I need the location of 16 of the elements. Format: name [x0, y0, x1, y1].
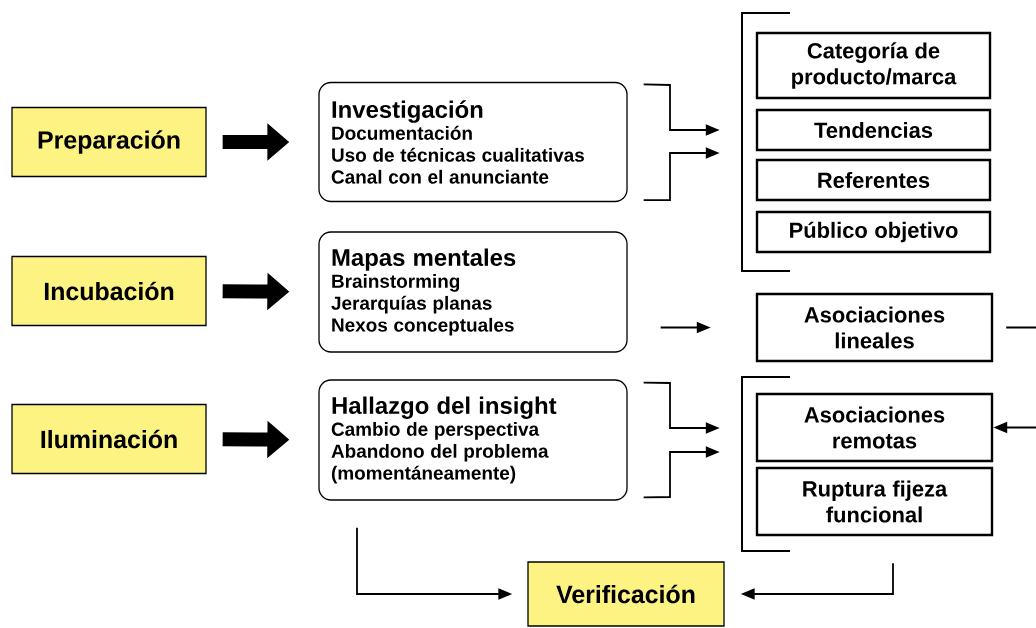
- concept-box: Asociaciones remotas: [755, 392, 994, 463]
- concept-box: Asociaciones lineales: [755, 292, 994, 363]
- concept-box: Público objetivo: [755, 210, 992, 254]
- concept-box: Tendencias: [755, 108, 992, 152]
- bracket: [741, 376, 791, 552]
- phase-box: Verificación: [527, 561, 725, 627]
- concept-box: Ruptura fijeza funcional: [755, 466, 994, 537]
- concept-box: Categoría de producto/marca: [755, 31, 992, 100]
- bracket: [741, 12, 791, 272]
- rounded-box: Investigación Documentación Uso de técnicas cualitativas Canal con el anunciante: [318, 81, 628, 203]
- phase-box: Incubación: [11, 255, 207, 327]
- phase-box: Iluminación: [11, 403, 207, 475]
- rounded-box: Hallazgo del insight Cambio de perspectiva Abandono del problema (momentáneamente): [318, 379, 628, 501]
- phase-box: Preparación: [11, 106, 207, 178]
- concept-box: Referentes: [755, 158, 992, 202]
- rounded-box: Mapas mentales Brainstorming Jerarquías planas Nexos conceptuales: [318, 231, 628, 353]
